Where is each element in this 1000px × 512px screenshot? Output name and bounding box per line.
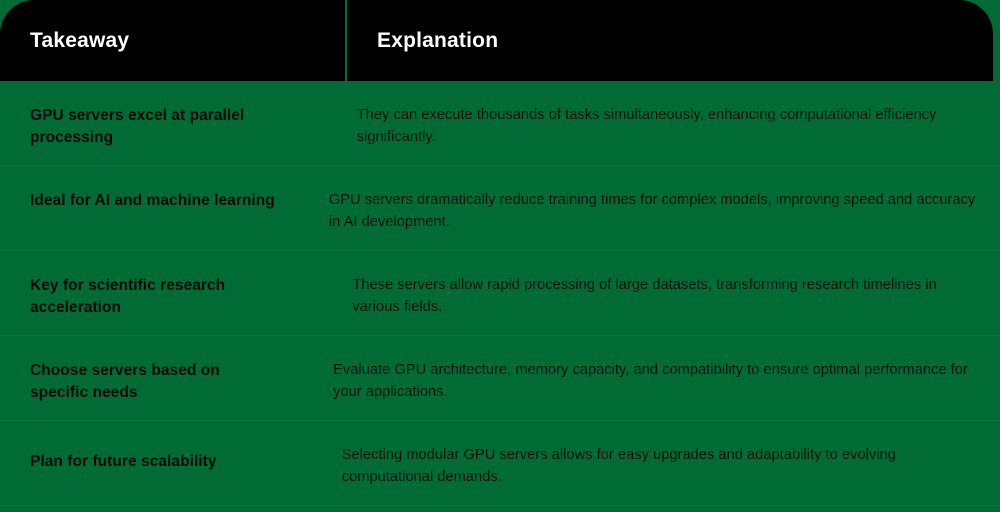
- column-header-takeaway-label: Takeaway: [30, 28, 130, 52]
- cell-takeaway: Ideal for AI and machine learning: [0, 166, 299, 212]
- takeaway-text: GPU servers excel at parallel processing: [30, 107, 245, 146]
- takeaway-text: Key for scientific research acceleration: [30, 277, 226, 316]
- table-row: Choose servers based on specific needs E…: [0, 336, 1000, 421]
- cell-explanation: Evaluate GPU architecture, memory capaci…: [303, 336, 1000, 404]
- cell-explanation: GPU servers dramatically reduce training…: [299, 166, 1000, 234]
- column-header-explanation: Explanation: [345, 0, 993, 81]
- cell-takeaway: Key for scientific research acceleration: [0, 251, 322, 319]
- explanation-text: Selecting modular GPU servers allows for…: [341, 447, 896, 485]
- cell-takeaway: Choose servers based on specific needs: [0, 336, 303, 404]
- table-body: GPU servers excel at parallel processing…: [0, 81, 1000, 506]
- cell-explanation: These servers allow rapid processing of …: [322, 251, 1000, 319]
- takeaway-text: Plan for future scalability: [30, 453, 217, 470]
- column-header-takeaway: Takeaway: [0, 0, 345, 81]
- column-header-explanation-label: Explanation: [377, 28, 499, 52]
- takeaway-text: Choose servers based on specific needs: [30, 362, 220, 401]
- explanation-text: GPU servers dramatically reduce training…: [328, 192, 976, 230]
- explanation-text: They can execute thousands of tasks simu…: [356, 107, 937, 145]
- table-header-row: Takeaway Explanation: [0, 0, 993, 81]
- cell-takeaway: Plan for future scalability: [0, 421, 312, 473]
- table-row: GPU servers excel at parallel processing…: [0, 81, 1000, 166]
- table-row: Key for scientific research acceleration…: [0, 251, 1000, 336]
- cell-takeaway: GPU servers excel at parallel processing: [0, 81, 327, 149]
- explanation-text: These servers allow rapid processing of …: [352, 277, 937, 315]
- table-row: Plan for future scalability Selecting mo…: [0, 421, 1000, 506]
- cell-explanation: They can execute thousands of tasks simu…: [327, 81, 1000, 149]
- cell-explanation: Selecting modular GPU servers allows for…: [312, 421, 1000, 489]
- table-row: Ideal for AI and machine learning GPU se…: [0, 166, 1000, 251]
- explanation-text: Evaluate GPU architecture, memory capaci…: [333, 362, 968, 400]
- takeaway-text: Ideal for AI and machine learning: [30, 192, 275, 209]
